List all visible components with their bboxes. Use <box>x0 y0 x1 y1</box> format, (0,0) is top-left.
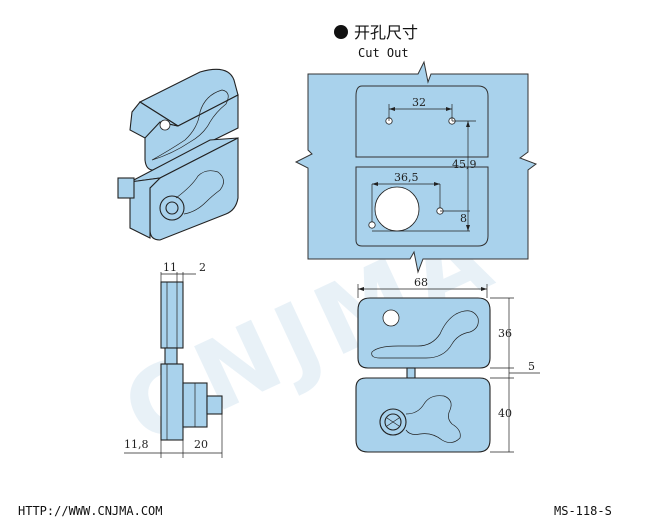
dim-68-label: 68 <box>414 276 428 289</box>
front-upper-body <box>357 297 491 369</box>
dim-center-distance: 45,9 <box>452 120 477 231</box>
front-lock-cross-icon <box>386 417 400 427</box>
upper-cutout <box>355 85 489 158</box>
iso-upper-hole <box>159 119 171 131</box>
lower-pin-hole <box>368 221 376 229</box>
header-title-cn: 开孔尺寸 <box>354 23 418 42</box>
dim-11-label: 11 <box>163 261 177 274</box>
front-upper-slot <box>371 310 479 359</box>
dim-lower-hole-spacing: 36,5 <box>371 171 441 222</box>
iso-upper-top <box>138 68 239 127</box>
iso-lower-slot <box>175 170 224 215</box>
front-link-pin <box>406 367 416 379</box>
dim-5-label: 5 <box>528 360 535 373</box>
side-boss-tip <box>206 395 223 415</box>
footer-model: MS-118-S <box>554 504 612 518</box>
dim-45-9-label: 45,9 <box>452 158 477 171</box>
front-lower-body <box>355 377 491 453</box>
lower-round-hole <box>374 186 420 232</box>
iso-upper-side <box>129 101 179 139</box>
dim-40-label: 40 <box>498 407 512 420</box>
dim-lower-offset: 8 <box>372 210 470 232</box>
dim-top-hole-spacing: 32 <box>388 96 453 121</box>
dim-36-5-label: 36,5 <box>394 171 419 184</box>
iso-lower-side <box>129 177 162 239</box>
lower-cutout <box>355 166 489 247</box>
side-lower-body <box>160 363 184 441</box>
cutout-view: 32 45,9 36,5 8 <box>294 60 538 274</box>
dim-36-label: 36 <box>498 327 512 340</box>
front-lower-slot <box>405 395 461 443</box>
side-view: 11 2 11,8 20 <box>124 261 223 458</box>
iso-boss <box>117 177 135 199</box>
footer-url[interactable]: HTTP://WWW.CNJMA.COM <box>18 504 163 518</box>
header-title-en: Cut Out <box>358 46 409 60</box>
dim-2-label: 2 <box>199 261 206 274</box>
isometric-view <box>117 68 239 241</box>
dim-8-label: 8 <box>460 212 467 225</box>
dim-32-label: 32 <box>412 96 426 109</box>
side-link <box>164 347 178 365</box>
iso-lock-core <box>165 201 179 215</box>
bullet-icon <box>334 25 348 39</box>
side-upper-body <box>160 281 184 349</box>
dim-20-label: 20 <box>194 438 208 451</box>
front-view: 68 36 5 40 <box>355 276 540 453</box>
iso-upper-slot <box>151 89 229 161</box>
front-upper-hole <box>382 309 400 327</box>
cutout-header: 开孔尺寸 Cut Out <box>334 23 418 60</box>
dim-11-8-label: 11,8 <box>124 438 149 451</box>
footer: HTTP://WWW.CNJMA.COM MS-118-S <box>18 504 612 518</box>
